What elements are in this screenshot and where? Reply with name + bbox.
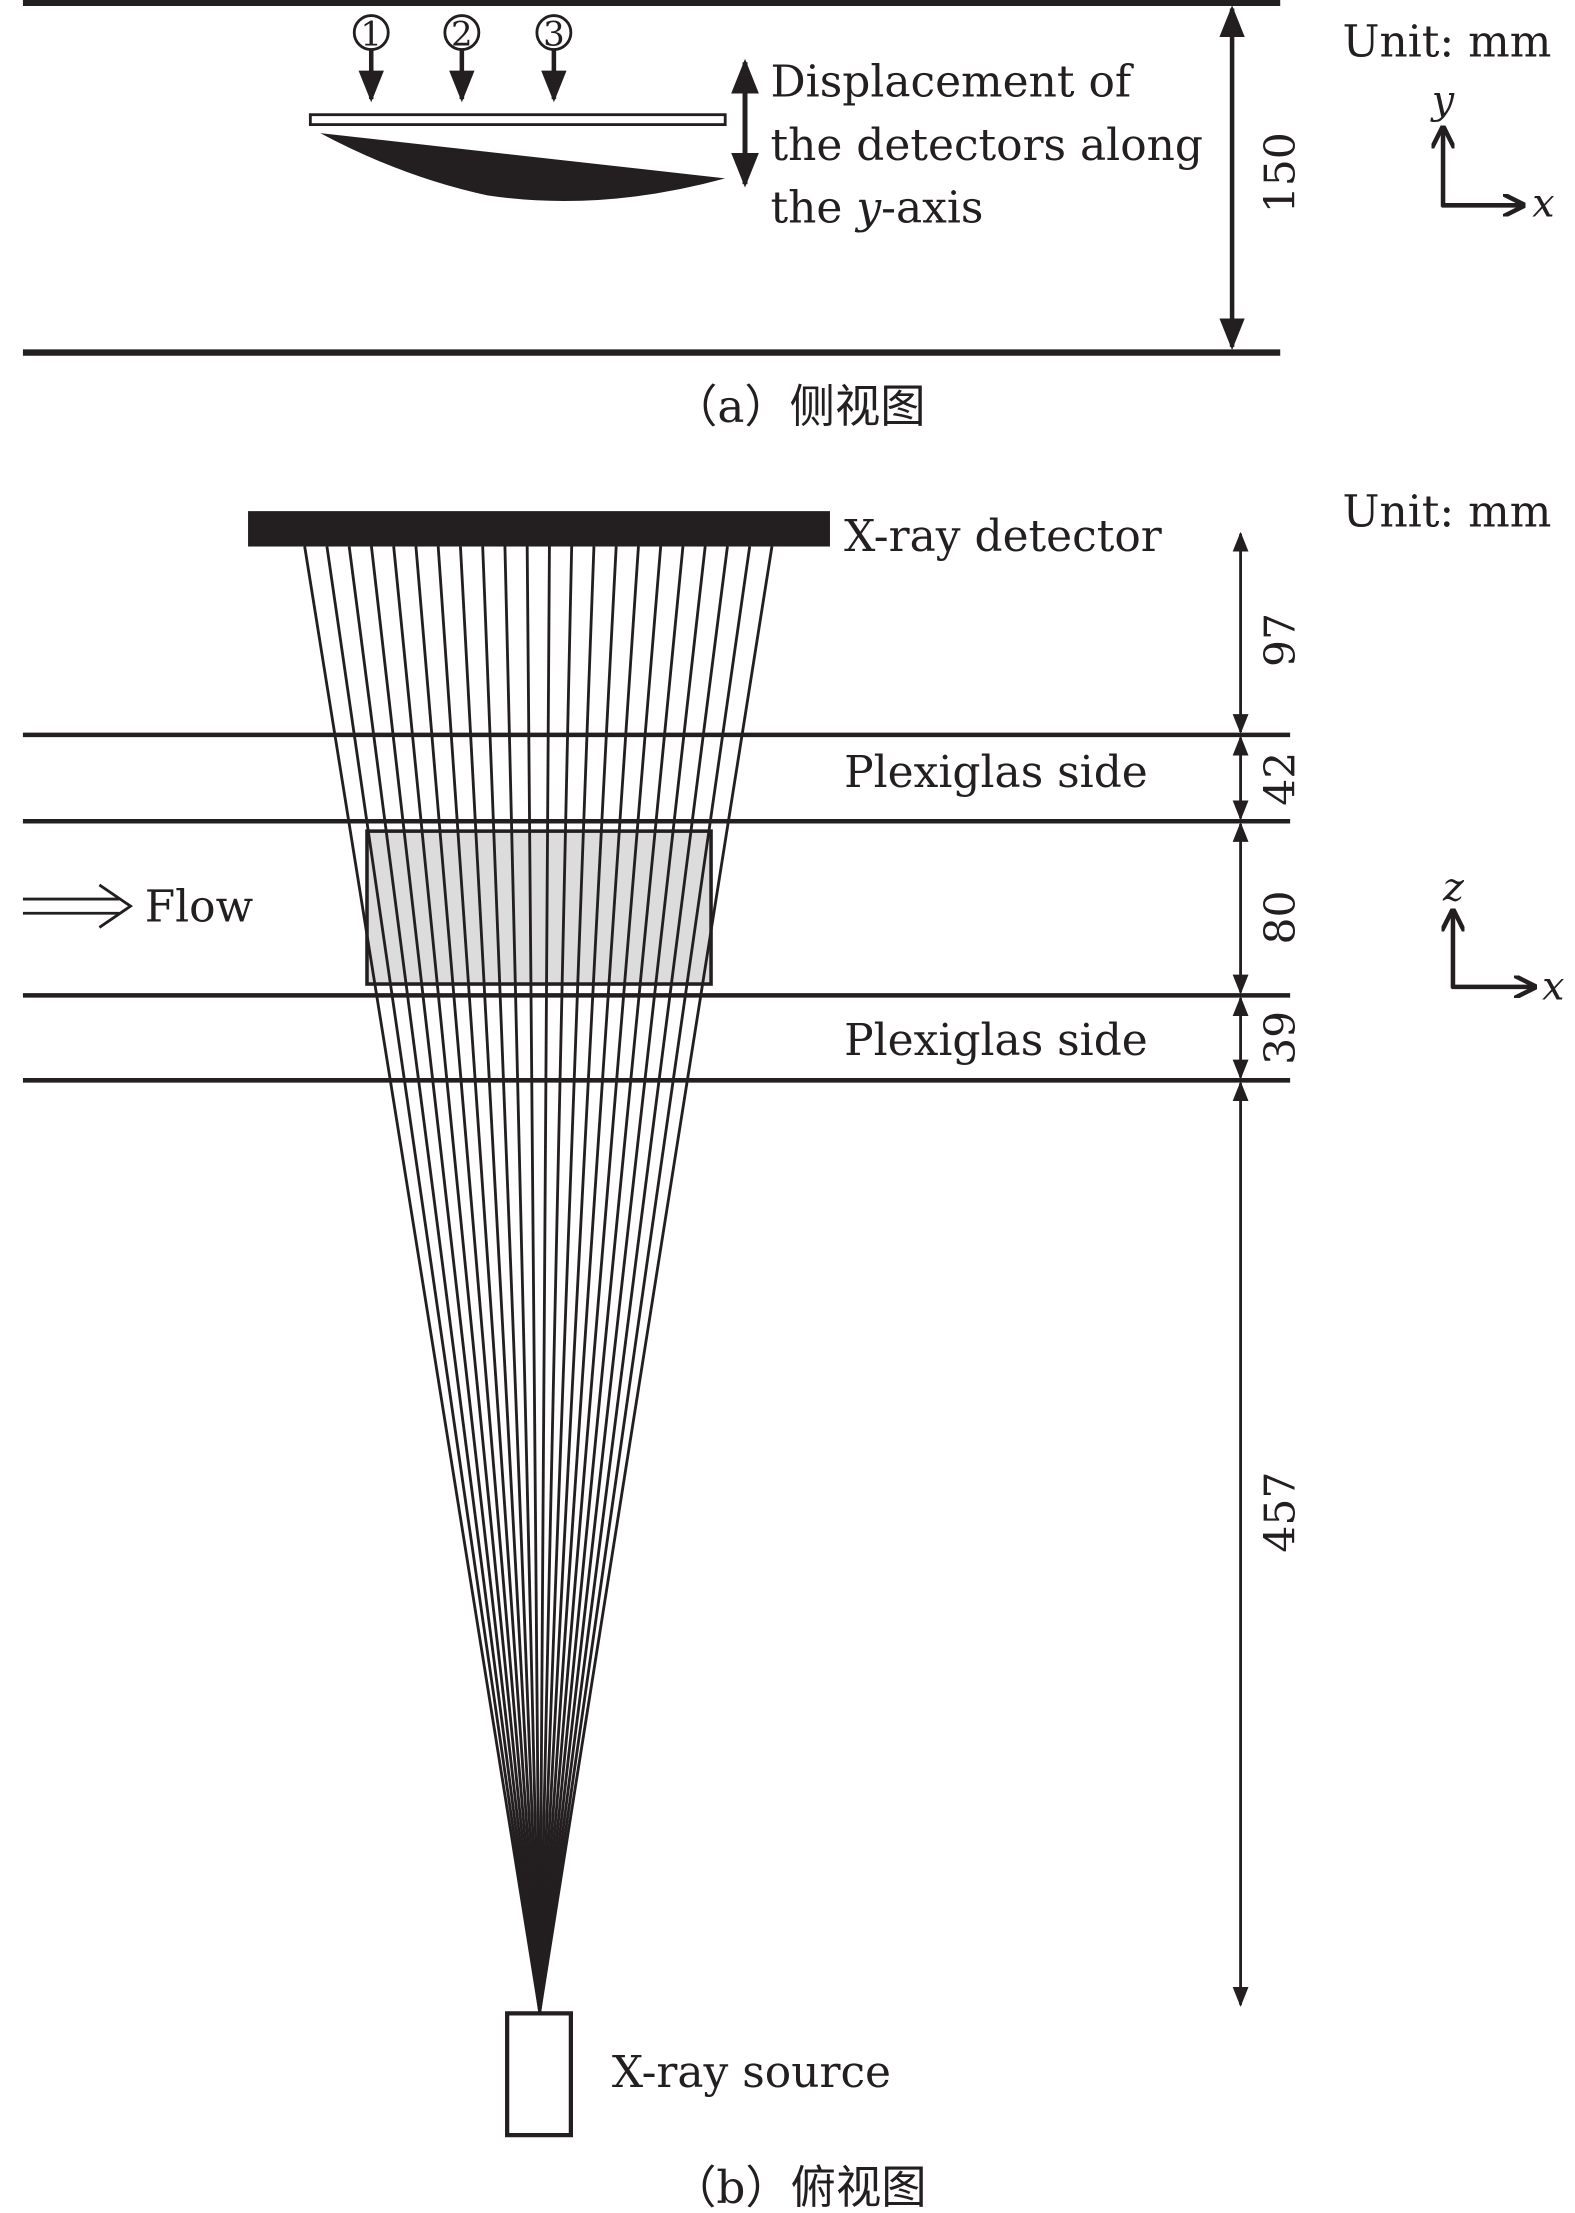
x-ray-detector-bar: [248, 511, 830, 547]
detector-cell: [708, 118, 720, 123]
detector-cell: [434, 118, 446, 123]
detector-cell: [400, 118, 412, 123]
x-ray-beam: [347, 546, 542, 2013]
detector-array-strip: [308, 113, 727, 127]
dimension-label-39: 39: [1256, 1011, 1305, 1065]
x-ray-beam: [481, 546, 542, 2013]
unit-label-a: Unit: mm: [1343, 17, 1552, 68]
detector-cell: [588, 118, 601, 123]
axes-indicator-zx: z x: [1442, 864, 1565, 1010]
detector-cell: [691, 118, 703, 123]
flow-arrow-icon: [22, 883, 134, 929]
x-axis-label-b: x: [1542, 964, 1564, 1010]
x-ray-beam: [538, 546, 574, 2012]
detector-cell: [537, 118, 549, 123]
x-ray-beams: [303, 546, 774, 2013]
x-ray-beam: [538, 546, 640, 2013]
detector-cell: [451, 118, 463, 123]
y-axis-label: y: [1430, 77, 1455, 123]
x-ray-beam: [538, 546, 551, 2012]
x-ray-beam: [538, 546, 618, 2013]
x-ray-beam: [538, 546, 596, 2012]
detector-cell: [554, 118, 566, 123]
detector-cell: [605, 118, 618, 123]
x-ray-beam: [525, 546, 542, 2012]
detector-cell: [331, 118, 344, 123]
x-ray-beam: [370, 546, 542, 2013]
x-ray-beam: [538, 546, 774, 2013]
dimension-label-80: 80: [1256, 890, 1305, 944]
detector-cell: [348, 118, 361, 123]
panel-a-side-view: 150 Unit: mm ① 1 ② 2 ③ 3 Displacement of…: [22, 0, 1555, 433]
x-ray-beam: [538, 546, 663, 2013]
dimension-label-42: 42: [1256, 752, 1305, 806]
axes-indicator-xy: y x: [1430, 77, 1555, 226]
detector-cell: [520, 118, 532, 123]
caption-a: （a）侧视图: [672, 380, 925, 433]
x-ray-beam: [303, 546, 542, 2013]
flow-label: Flow: [145, 882, 253, 933]
unit-label-b: Unit: mm: [1343, 487, 1552, 538]
x-ray-source-box: [505, 2011, 573, 2138]
displacement-note-line-1: Displacement of: [771, 56, 1134, 107]
displacement-note-line-2: the detectors along: [771, 120, 1203, 171]
x-ray-detector-label: X-ray detector: [844, 511, 1162, 562]
x-ray-beam: [392, 546, 542, 2013]
detector-displacement-profile: [320, 133, 726, 202]
z-axis-label: z: [1442, 864, 1465, 910]
detector-cell: [417, 118, 429, 123]
x-ray-source-label: X-ray source: [612, 2047, 891, 2098]
marker-2-digit: 2: [451, 14, 473, 54]
x-axis-label: x: [1532, 181, 1554, 227]
detector-cell: [503, 118, 515, 123]
detector-cell: [383, 118, 395, 123]
measurement-markers: ① 1 ② 2 ③ 3: [352, 14, 573, 103]
detector-cell: [622, 118, 635, 123]
x-ray-beam: [538, 546, 685, 2013]
marker-1-digit: 1: [360, 14, 382, 54]
displacement-note-line-3: the y-axis: [771, 182, 984, 233]
detector-cell: [314, 118, 326, 123]
x-ray-beam: [538, 546, 707, 2013]
x-ray-beam: [538, 546, 729, 2013]
panel-b-top-view: Unit: mm X-ray detector Plexiglas side P…: [22, 487, 1565, 2213]
detector-cell: [571, 118, 583, 123]
marker-3-digit: 3: [543, 14, 565, 54]
x-ray-beam: [325, 546, 542, 2013]
detector-cell: [485, 118, 498, 123]
caption-b: （b）俯视图: [671, 2161, 926, 2213]
detector-cell: [365, 118, 378, 123]
x-ray-beam: [503, 546, 542, 2012]
x-ray-beam: [414, 546, 542, 2013]
x-ray-beam: [538, 546, 752, 2013]
dimension-label-97: 97: [1256, 613, 1305, 667]
x-ray-beam: [436, 546, 542, 2013]
x-ray-beam: [459, 546, 542, 2013]
dimension-label-150: 150: [1256, 132, 1305, 213]
detector-cell: [468, 118, 481, 123]
dimension-label-457: 457: [1256, 1472, 1305, 1553]
detector-cell: [674, 118, 686, 123]
plexiglas-side-label-top: Plexiglas side: [844, 747, 1148, 798]
plexiglas-side-label-bottom: Plexiglas side: [844, 1015, 1148, 1066]
detector-cell: [640, 118, 652, 123]
detector-cell: [657, 118, 669, 123]
